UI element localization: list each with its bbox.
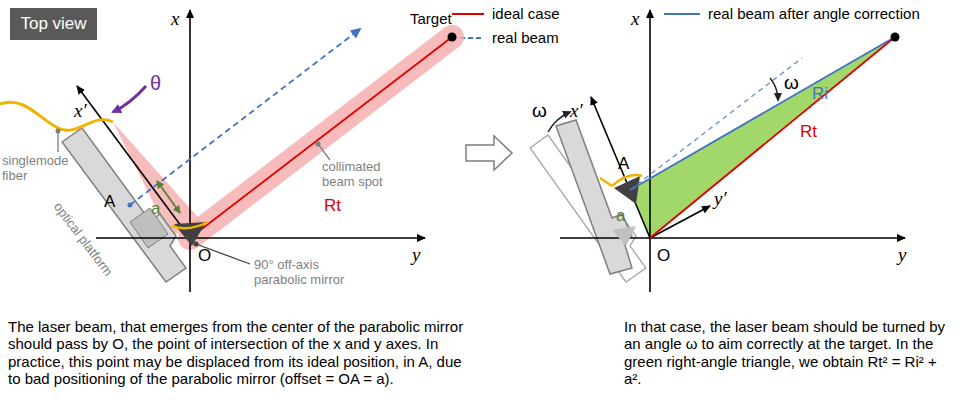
angle-label: θ: [150, 72, 161, 95]
axis-label: x: [171, 8, 179, 30]
legend-text: real beam after angle correction: [708, 5, 920, 22]
legend-text: real beam: [492, 29, 559, 46]
offset-label: a: [151, 199, 160, 219]
box-text: Top view: [20, 14, 86, 34]
offset-label: a: [616, 206, 625, 226]
point-label: O: [657, 246, 670, 266]
target-label: Target: [410, 10, 452, 27]
point-label: A: [618, 154, 629, 174]
mirror-label: 90° off-axis parabolic mirror: [254, 258, 364, 288]
point-label: A: [104, 192, 115, 212]
axis-label: x: [631, 8, 639, 30]
platform-label: optical platform: [50, 200, 115, 279]
distance-label: Rt: [324, 196, 341, 216]
distance-label: Ri: [812, 84, 828, 104]
title-box: Top view: [10, 8, 97, 40]
legend-text: ideal case: [492, 5, 560, 22]
beam-spot-label: collimated beam spot: [322, 160, 392, 190]
caption-left: The laser beam, that emerges from the ce…: [8, 318, 470, 387]
point-label: O: [198, 246, 211, 266]
axis-label: y: [898, 244, 906, 266]
distance-label: Rt: [800, 122, 817, 142]
angle-label: ω: [784, 72, 799, 94]
axis-label: x′: [570, 100, 583, 122]
caption-right: In that case, the laser beam should be t…: [624, 318, 954, 387]
angle-label: ω: [532, 100, 547, 122]
fiber-label: singlemode fiber: [2, 154, 80, 184]
axis-label: x′: [74, 100, 87, 122]
axis-label: y′: [714, 188, 727, 210]
axis-label: y: [412, 244, 420, 266]
